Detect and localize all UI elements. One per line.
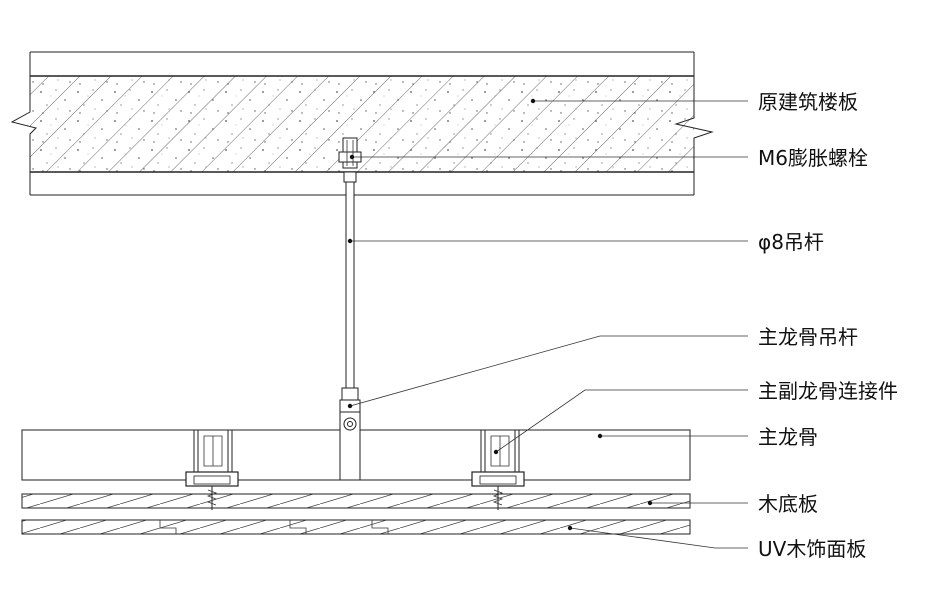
label-main-keel: 主龙骨 bbox=[758, 425, 818, 449]
label-uv-veneer-panel: UV木饰面板 bbox=[758, 537, 866, 561]
label-connector: 主副龙骨连接件 bbox=[758, 379, 898, 403]
label-wood-base-board: 木底板 bbox=[758, 492, 818, 516]
label-hanger-rod: φ8吊杆 bbox=[758, 230, 824, 254]
label-slab: 原建筑楼板 bbox=[758, 90, 858, 114]
wood-base-board bbox=[21, 493, 691, 509]
concrete-slab bbox=[10, 51, 714, 196]
uv-veneer-panel bbox=[21, 519, 691, 535]
label-expansion-bolt: M6膨胀螺栓 bbox=[758, 146, 868, 170]
hanger-rod bbox=[345, 181, 355, 391]
keel-connector-left bbox=[185, 429, 239, 510]
keel-connector-right bbox=[471, 429, 525, 510]
label-main-keel-hanger: 主龙骨吊杆 bbox=[758, 325, 858, 349]
main-keel bbox=[21, 411, 691, 481]
leader-lines bbox=[347, 98, 748, 549]
